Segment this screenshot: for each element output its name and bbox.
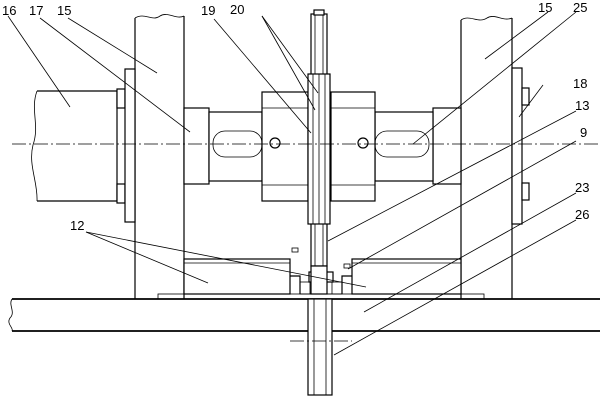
base-plate <box>8 293 600 332</box>
leader-lines <box>7 11 577 356</box>
left-shaft <box>183 91 309 202</box>
label-26: 26 <box>575 207 589 222</box>
saw-blade <box>307 9 331 267</box>
label-9: 9 <box>580 125 587 140</box>
right-shaft <box>330 91 462 202</box>
lower-blocks <box>183 247 462 295</box>
label-13: 13 <box>575 98 589 113</box>
label-15-right: 15 <box>538 0 552 15</box>
label-15-left: 15 <box>57 3 71 18</box>
label-18: 18 <box>573 76 587 91</box>
label-20: 20 <box>230 2 244 17</box>
blade-stem <box>307 265 333 396</box>
left-support-column <box>134 14 185 299</box>
label-19: 19 <box>201 3 215 18</box>
label-17: 17 <box>29 3 43 18</box>
label-16: 16 <box>2 3 16 18</box>
reference-labels: 16 17 15 19 20 15 25 18 13 9 23 26 12 <box>2 0 589 233</box>
center-lines <box>12 143 600 342</box>
label-23: 23 <box>575 180 589 195</box>
label-25: 25 <box>573 0 587 15</box>
left-motor <box>31 68 136 223</box>
label-12: 12 <box>70 218 84 233</box>
right-flange <box>511 67 530 225</box>
